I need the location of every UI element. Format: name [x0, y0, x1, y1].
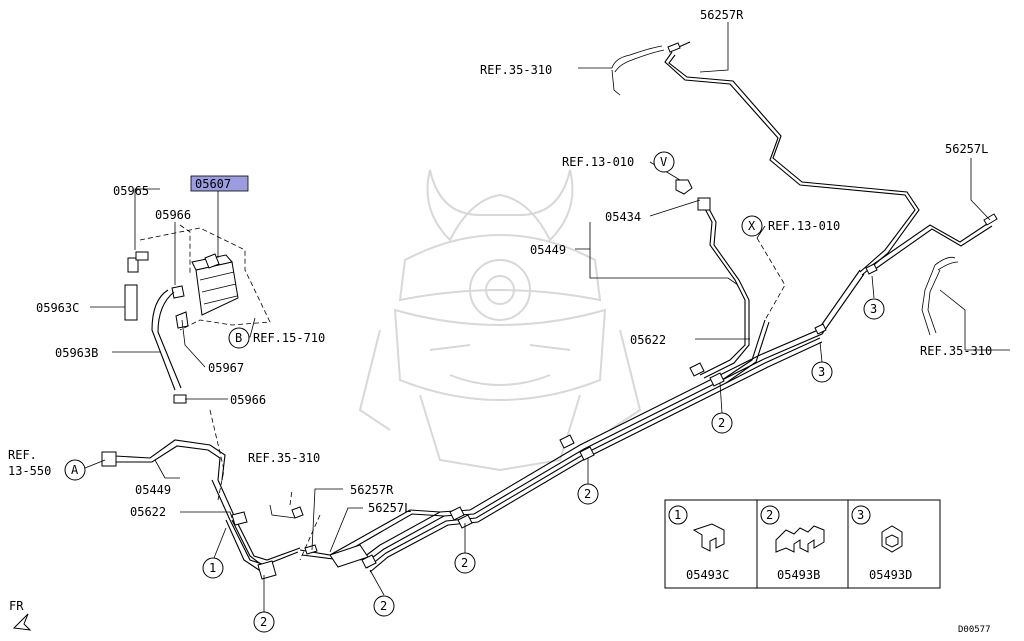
label-fr: FR — [9, 599, 24, 613]
leader-lines — [84, 22, 1010, 612]
label-ref13-010-x: REF.13-010 — [768, 219, 840, 233]
legend-num-1: 1 — [674, 508, 681, 522]
svg-text:V: V — [660, 155, 667, 169]
callout-3-a: 3 — [811, 361, 833, 383]
label-05622-bot: 05622 — [130, 505, 166, 519]
label-05963C: 05963C — [36, 301, 79, 315]
svg-text:X: X — [748, 219, 756, 233]
label-05963B: 05963B — [55, 346, 98, 360]
label-ref35-310-c: REF.35-310 — [248, 451, 320, 465]
callout-2-c: 2 — [454, 552, 476, 574]
diagram-code: D00577 — [958, 625, 991, 635]
label-05967: 05967 — [208, 361, 244, 375]
label-05607[interactable]: 05607 — [195, 177, 231, 191]
label-05966-a: 05966 — [155, 208, 191, 222]
marker-x: X — [741, 215, 763, 237]
svg-text:2: 2 — [718, 416, 725, 430]
clip-05493C-icon — [692, 523, 725, 552]
svg-text:3: 3 — [870, 302, 877, 316]
marker-v: V — [653, 151, 675, 173]
legend-item-3[interactable]: 3 05493D — [851, 505, 912, 582]
label-05449-top: 05449 — [530, 243, 566, 257]
label-05622-top: 05622 — [630, 333, 666, 347]
label-05434: 05434 — [605, 210, 641, 224]
callout-2-d: 2 — [577, 483, 599, 505]
brake-line-56257R-top — [611, 41, 920, 276]
label-ref13-550-line2: 13-550 — [8, 464, 51, 478]
clip-05493B-icon — [775, 525, 825, 553]
watermark-logo — [358, 169, 642, 472]
svg-text:A: A — [71, 463, 79, 477]
front-arrow-icon — [12, 613, 32, 631]
label-ref15-710: REF.15-710 — [253, 331, 325, 345]
clip-05493D-icon — [881, 525, 903, 553]
svg-text:2: 2 — [584, 487, 591, 501]
legend-part-1: 05493C — [686, 568, 729, 582]
highlight-05607 — [190, 175, 249, 192]
legend-item-2[interactable]: 2 05493B — [760, 505, 825, 582]
canister-assembly — [124, 224, 271, 404]
svg-text:2: 2 — [461, 556, 468, 570]
callout-2-b: 2 — [373, 595, 395, 617]
label-56257R-mid: 56257R — [350, 483, 394, 497]
callout-2-e: 2 — [711, 412, 733, 434]
legend-num-2: 2 — [766, 508, 773, 522]
pipe-clips — [361, 263, 878, 569]
svg-text:3: 3 — [818, 365, 825, 379]
svg-text:B: B — [235, 331, 242, 345]
label-ref35-310-b: REF.35-310 — [920, 344, 992, 358]
brake-hoses-mid — [269, 489, 369, 568]
label-56257L-mid: 56257L — [368, 501, 411, 515]
svg-text:2: 2 — [260, 615, 267, 629]
legend-num-3: 3 — [857, 508, 864, 522]
label-56257L: 56257L — [945, 142, 988, 156]
label-ref13-550-line1: REF. — [8, 448, 37, 462]
vapor-lines-upper — [675, 179, 786, 384]
legend-part-3: 05493D — [869, 568, 912, 582]
label-ref13-010-v: REF.13-010 — [562, 155, 634, 169]
legend-part-2: 05493B — [777, 568, 820, 582]
callout-2-a: 2 — [253, 611, 275, 633]
label-ref35-310-a: REF.35-310 — [480, 63, 552, 77]
legend-item-1[interactable]: 1 05493C — [668, 505, 729, 582]
label-05966-b: 05966 — [230, 393, 266, 407]
label-05449-bot: 05449 — [135, 483, 171, 497]
label-56257R-top: 56257R — [700, 8, 744, 22]
vapor-lines-lower — [101, 409, 301, 580]
svg-text:2: 2 — [380, 599, 387, 613]
clip-legend: 1 05493C 2 05493B 3 05493D — [664, 499, 941, 589]
callout-1: 1 — [202, 557, 224, 579]
callout-3-b: 3 — [863, 298, 885, 320]
svg-text:1: 1 — [209, 561, 216, 575]
label-05965: 05965 — [113, 184, 149, 198]
brake-hose-56257L — [867, 213, 998, 336]
main-brake-pipes — [299, 269, 865, 573]
marker-a: A — [64, 459, 86, 481]
marker-b: B — [228, 327, 250, 349]
